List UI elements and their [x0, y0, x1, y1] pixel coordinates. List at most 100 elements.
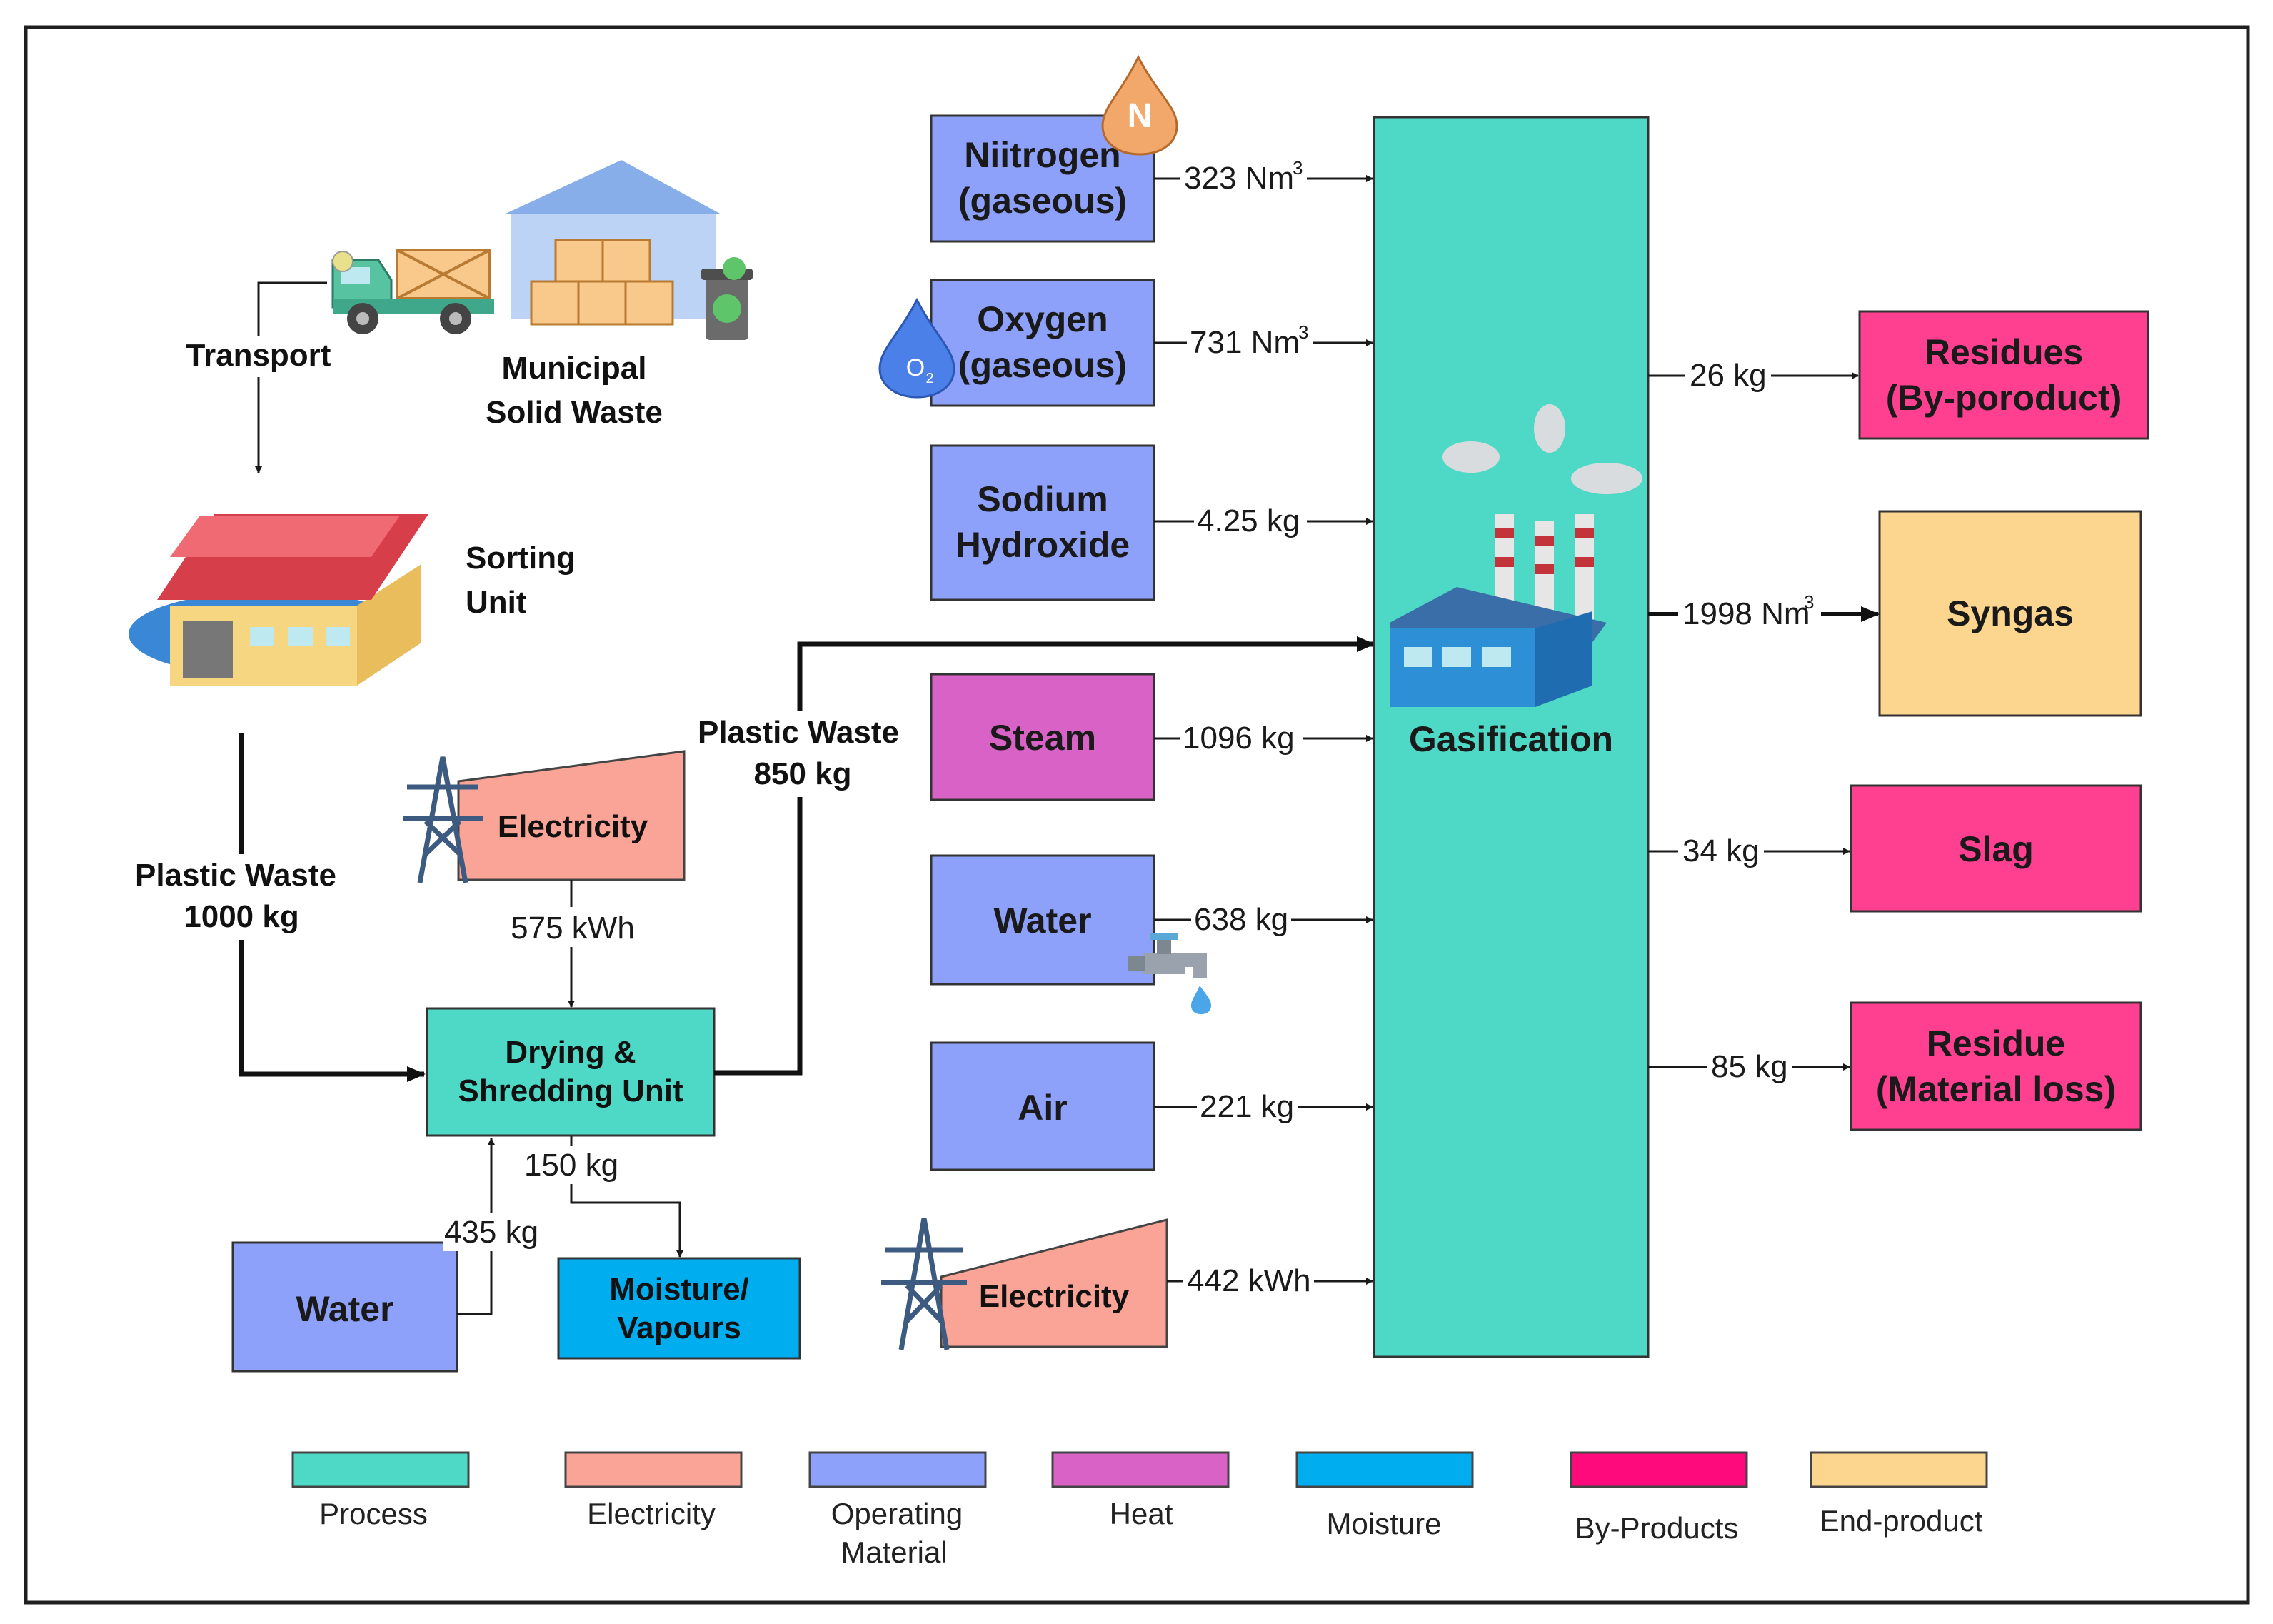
legend-label-electricity: Electricity	[587, 1497, 716, 1530]
legend-swatch-moisture	[1295, 1451, 1474, 1488]
svg-text:O: O	[906, 354, 925, 381]
recycle-bin-icon	[701, 257, 753, 340]
transport-connector	[255, 281, 327, 473]
oxygen-box	[930, 279, 1155, 407]
drying-shredding-label-2: Shredding Unit	[458, 1073, 683, 1108]
drying-shredding-unit-box	[426, 1007, 716, 1137]
syngas-unit-superscript: 3	[1804, 591, 1814, 613]
warehouse-icon	[504, 160, 721, 326]
water-gasifier-value: 638 kg	[1194, 902, 1288, 937]
sodium-hydroxide-value: 4.25 kg	[1197, 503, 1300, 538]
gasifier-output-connectors: 26 kg 1998 Nm 3 34 kg 85 kg	[1648, 356, 1880, 1086]
slag-box	[1850, 784, 2142, 913]
air-label: Air	[1018, 1088, 1067, 1128]
sodium-hydroxide-label: Sodium	[977, 479, 1108, 519]
residues-label-2: (By-poroduct)	[1886, 378, 2122, 418]
residue-loss-box	[1850, 1001, 2142, 1131]
legend-label-end-product: End-product	[1820, 1504, 1983, 1538]
gasifier-inputs: Niitrogen (gaseous) Oxygen (gaseous) Sod…	[930, 114, 1168, 1348]
oxygen-value: 731 Nm	[1190, 325, 1300, 360]
legend-swatch-by-products	[1570, 1451, 1748, 1488]
power-tower-icon	[403, 756, 483, 883]
oxygen-label: Oxygen	[977, 299, 1108, 339]
steam-value: 1096 kg	[1183, 721, 1295, 756]
transport-label: Transport	[186, 338, 331, 373]
plastic-waste-in-value: 1000 kg	[184, 899, 298, 934]
nitrogen-label: Niitrogen	[964, 135, 1120, 175]
legend-swatch-operating-material	[808, 1451, 987, 1488]
air-box	[930, 1041, 1155, 1171]
legend-label-operating: Operating	[831, 1497, 963, 1530]
svg-text:N: N	[1128, 97, 1153, 135]
electricity-drying-label: Electricity	[498, 809, 648, 844]
plastic-waste-out-value: 850 kg	[754, 756, 852, 791]
slag-label: Slag	[1958, 829, 2034, 869]
sorting-unit-label-2: Unit	[466, 585, 527, 620]
plastic-waste-out-label: Plastic Waste	[698, 715, 899, 750]
nitrogen-label-2: (gaseous)	[958, 181, 1127, 221]
gasification-label: Gasification	[1409, 719, 1613, 759]
syngas-label: Syngas	[1947, 593, 2074, 633]
sodium-hydroxide-box	[930, 444, 1155, 601]
residues-label: Residues	[1925, 332, 2083, 372]
syngas-value: 1998 Nm	[1682, 596, 1810, 631]
water-gasifier-label: Water	[993, 901, 1091, 941]
legend-label-moisture: Moisture	[1326, 1507, 1441, 1540]
legend-label-material: Material	[841, 1535, 947, 1569]
legend-label-process: Process	[319, 1497, 428, 1530]
legend-swatch-process	[291, 1451, 470, 1488]
legend-label-heat: Heat	[1110, 1497, 1173, 1530]
power-tower-icon-2	[881, 1218, 967, 1350]
residue-loss-label: Residue	[1927, 1023, 2066, 1063]
electricity-gasifier-label: Electricity	[979, 1279, 1130, 1314]
drying-shredding-label: Drying &	[505, 1035, 636, 1070]
gasification-box	[1373, 116, 1650, 1358]
residue-loss-label-2: (Material loss)	[1876, 1069, 2116, 1109]
oxygen-label-2: (gaseous)	[958, 345, 1127, 385]
svg-text:2: 2	[925, 371, 933, 386]
plastic-waste-out-connector	[714, 636, 1375, 1076]
legend-label-by-products: By-Products	[1575, 1511, 1739, 1545]
legend-swatch-end-product	[1810, 1451, 1988, 1488]
legend: Process Electricity Operating Material H…	[291, 1451, 1988, 1569]
syngas-box	[1878, 510, 2142, 717]
steam-label: Steam	[989, 718, 1096, 758]
water-box-drying	[231, 1241, 458, 1373]
moisture-out-value: 150 kg	[524, 1148, 618, 1183]
oxygen-drop-icon: O 2	[878, 297, 955, 399]
electricity-gasifier-value: 442 kWh	[1187, 1263, 1311, 1298]
electricity-drying-value: 575 kWh	[511, 911, 635, 946]
slag-value: 34 kg	[1682, 833, 1760, 868]
truck-icon	[331, 249, 494, 334]
gasifier-outputs: Residues (By-poroduct) Syngas Slag Resid…	[1850, 310, 2149, 1131]
gasifier-input-connectors: 323 Nm 3 731 Nm 3 4.25 kg 1096 kg 638 kg…	[1154, 157, 1373, 1300]
municipal-solid-waste-label-2: Solid Waste	[486, 395, 663, 430]
nitrogen-value: 323 Nm	[1184, 161, 1294, 196]
residues-box	[1858, 310, 2149, 440]
moisture-vapours-box	[557, 1257, 801, 1360]
sodium-hydroxide-label-2: Hydroxide	[955, 525, 1130, 565]
factory-icon	[1390, 404, 1642, 707]
plastic-waste-in-connector	[239, 733, 426, 1082]
sorting-unit-label: Sorting	[466, 541, 576, 576]
oxygen-unit-superscript: 3	[1298, 321, 1308, 343]
moisture-vapours-label-2: Vapours	[617, 1310, 741, 1345]
nitrogen-unit-superscript: 3	[1293, 157, 1303, 179]
nitrogen-drop-icon: N	[1101, 54, 1178, 156]
water-in-connector	[457, 1138, 495, 1315]
water-in-value: 435 kg	[444, 1215, 538, 1250]
plastic-waste-in-label: Plastic Waste	[135, 858, 336, 893]
steam-box	[930, 673, 1155, 801]
water-box-gasifier	[930, 854, 1155, 986]
legend-swatch-heat	[1051, 1451, 1230, 1488]
water-tap-icon	[1128, 933, 1211, 1014]
municipal-solid-waste-label: Municipal	[502, 351, 647, 386]
sorting-unit-icon	[129, 514, 428, 686]
residues-value: 26 kg	[1690, 358, 1767, 393]
air-value: 221 kg	[1200, 1089, 1294, 1124]
water-drying-label: Water	[296, 1289, 393, 1329]
legend-swatch-electricity	[564, 1451, 743, 1488]
residue-loss-value: 85 kg	[1711, 1049, 1788, 1084]
moisture-vapours-label: Moisture/	[609, 1272, 749, 1307]
